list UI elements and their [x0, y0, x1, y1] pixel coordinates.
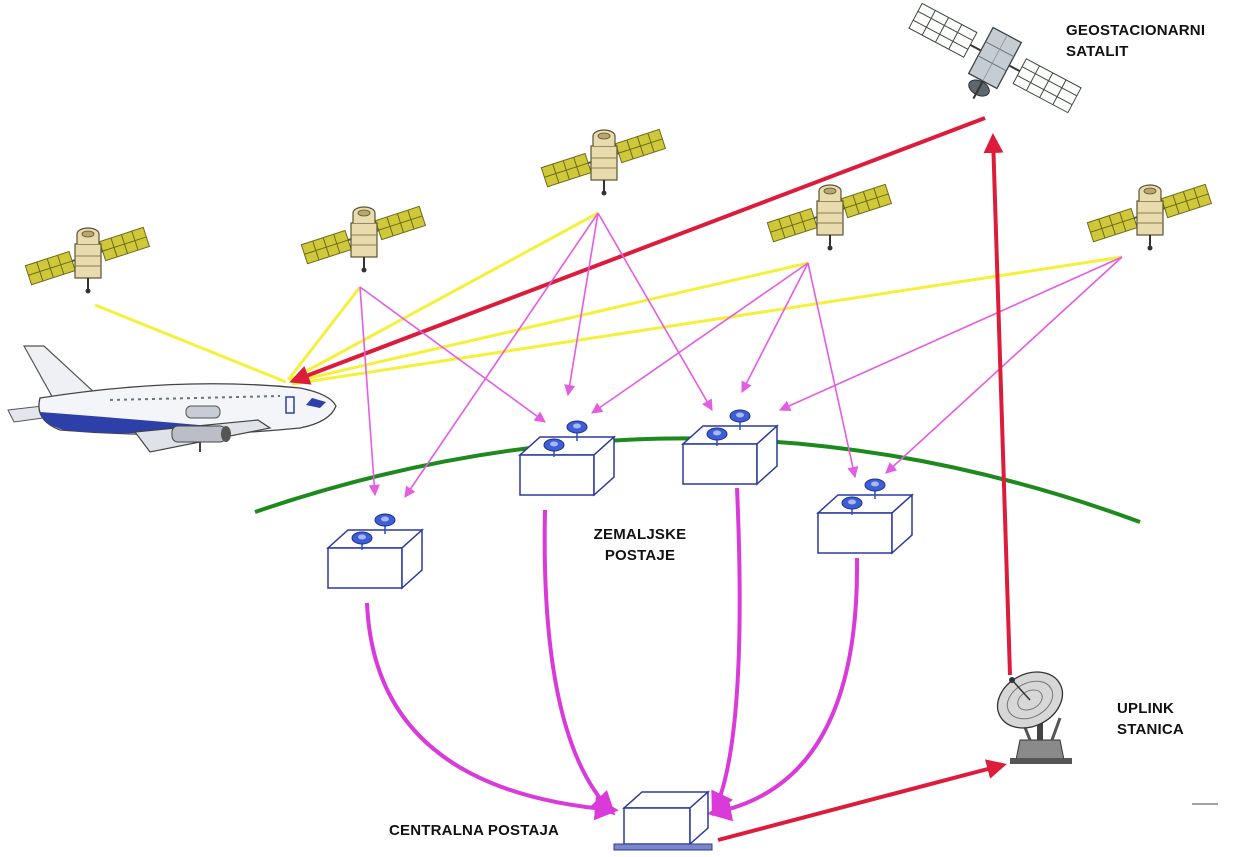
uplink-station-label: UPLINK STANICA: [1117, 698, 1184, 740]
geostationary-satellite-icon: [908, 2, 1082, 114]
link-sat5-gs4: [885, 256, 1123, 474]
ground-station-icon: [682, 409, 778, 485]
satellite-to-aircraft-links: [94, 211, 1123, 386]
link-gs4-central: [707, 557, 860, 822]
satellite-icon: [24, 226, 151, 295]
satellite-icon: [1086, 183, 1213, 252]
link-sat3-gs3: [597, 212, 713, 411]
ground-station-icon: [327, 513, 423, 589]
link-sat2-gs2: [359, 286, 546, 423]
central-station-icon: [613, 790, 713, 851]
label-line: UPLINK: [1117, 700, 1175, 717]
label-line: SATALIT: [1066, 43, 1129, 60]
link-sat4-gs2: [591, 262, 809, 414]
link-gs3-central: [711, 487, 742, 817]
central-station-label: CENTRALNA POSTAJA: [389, 820, 559, 841]
ground-stations-label: ZEMALJSKE POSTAJE: [585, 524, 695, 566]
satellite-icon: [540, 128, 667, 197]
link-sat4-gs4: [807, 262, 859, 479]
link-gs1-central: [365, 602, 619, 821]
link-sat3-gs2: [564, 212, 599, 397]
label-line: STANICA: [1117, 721, 1184, 738]
label-line: CENTRALNA POSTAJA: [389, 822, 560, 839]
satellite-dish-icon: [996, 671, 1072, 764]
satellite-icon: [300, 205, 427, 274]
satellite-to-ground-links: [359, 212, 1123, 498]
ground-station-icon: [817, 478, 913, 554]
ground-to-central-links: [365, 487, 860, 822]
uplink-to-geo-link: [983, 133, 1012, 676]
label-line: ZEMALJSKE: [593, 526, 687, 543]
link-sat5-aircraft: [291, 255, 1123, 386]
link-sat4-aircraft: [291, 261, 809, 384]
link-sat2-gs1: [359, 286, 380, 497]
link-gs2-central: [542, 509, 616, 816]
label-line: POSTAJE: [604, 547, 676, 564]
link-sat3-gs1: [404, 212, 599, 498]
label-line: GEOSTACIONARNI: [1066, 22, 1206, 39]
link-sat3-aircraft: [289, 211, 599, 382]
ground-station-icon: [519, 420, 615, 496]
link-sat1-aircraft: [94, 303, 287, 384]
link-sat2-aircraft: [286, 286, 362, 381]
geo-to-aircraft-link: [289, 116, 986, 385]
airplane-icon: [7, 345, 337, 453]
central-to-uplink-link: [717, 759, 1007, 842]
link-sat4-gs3: [741, 262, 809, 393]
link-sat5-gs3: [778, 256, 1123, 411]
geostationary-satellite-label: GEOSTACIONARNI SATALIT: [1066, 20, 1205, 62]
